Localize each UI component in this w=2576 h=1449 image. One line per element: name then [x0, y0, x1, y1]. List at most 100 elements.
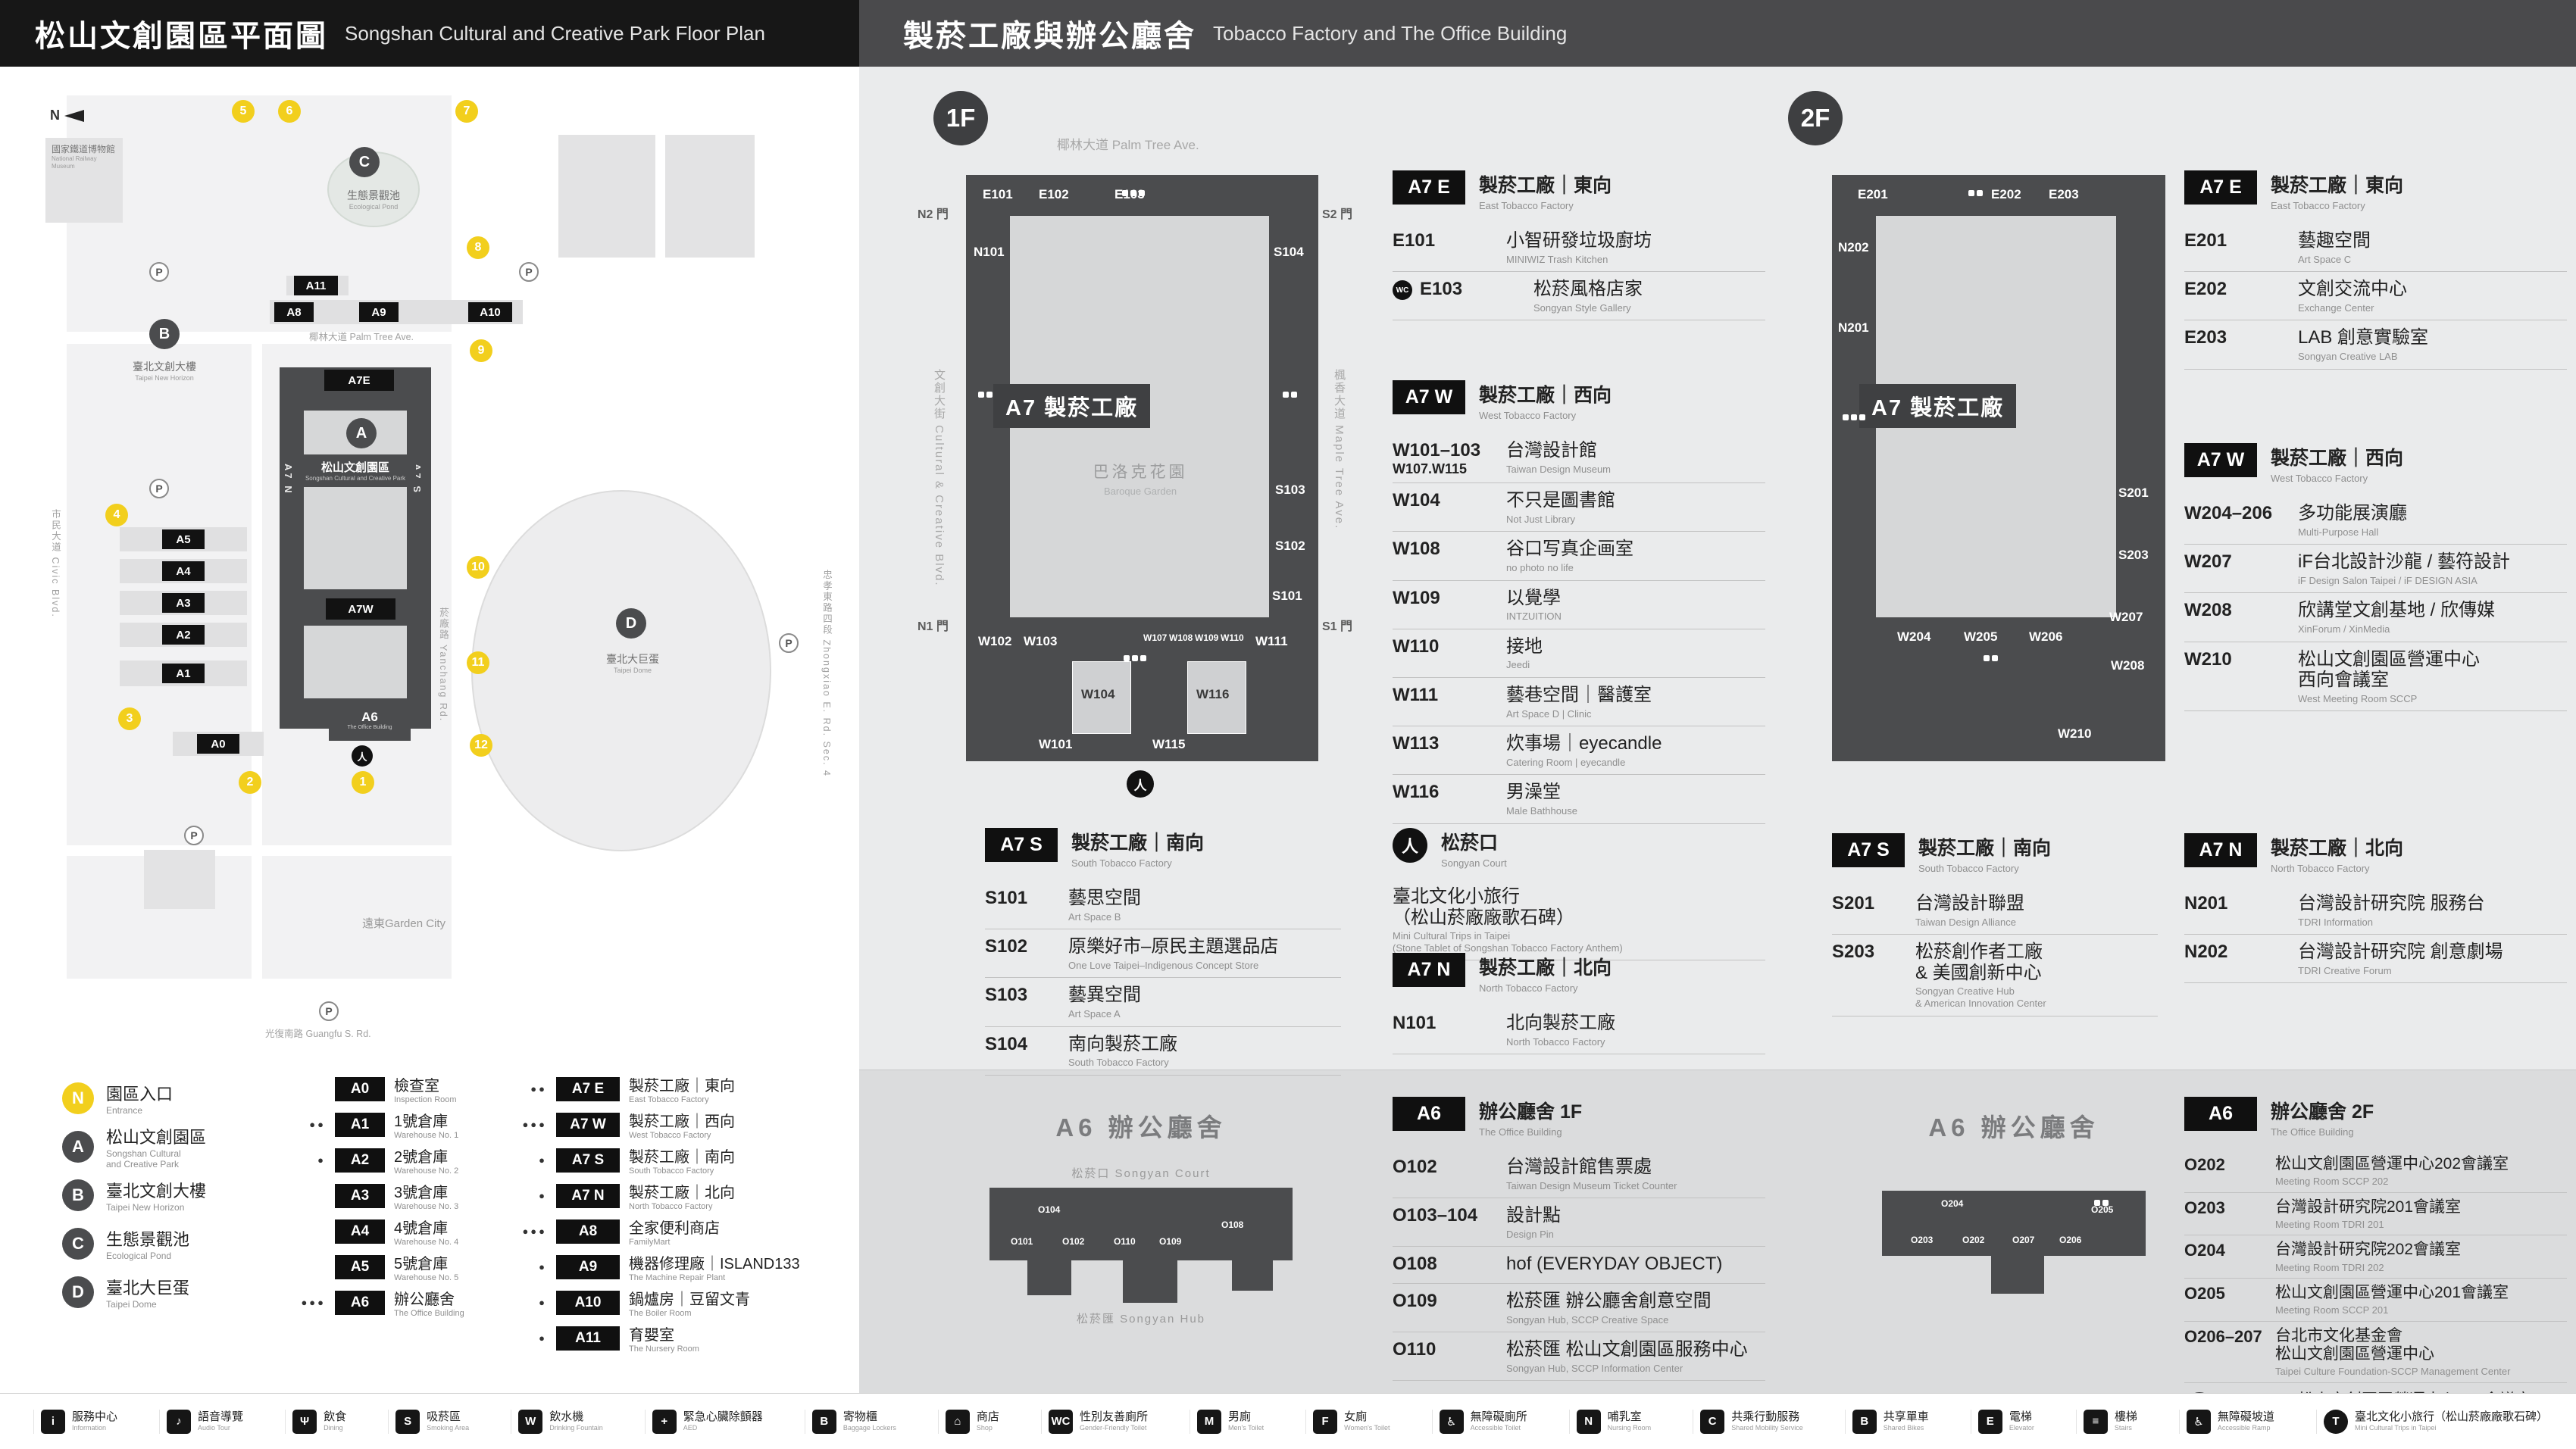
room-label-layer: E201 E202 E203 N202 N201 S201 S203 W204 … — [1832, 164, 2165, 763]
room-code: W110 — [1393, 635, 1440, 657]
entrance-marker: 9 — [470, 339, 492, 362]
building-name-en: The Nursery Room — [629, 1344, 699, 1354]
amenity-legend-item: i 服務中心 Information — [33, 1409, 124, 1434]
songyan-court-label: 松菸口 Songyan Court — [1071, 1167, 1211, 1180]
room-label-layer: O104 O101 O102 O110 O109 O108 — [982, 1160, 1300, 1335]
landmark-name-zh: 生態景觀池 — [106, 1229, 190, 1249]
street-label-left: 文創大街 Cultural & Creative Blvd. — [933, 369, 946, 587]
room-name-zh: 設計點 — [1506, 1205, 1561, 1226]
street-label: 光復南路 Guangfu S. Rd. — [265, 1029, 371, 1039]
legend-building-row: A0 檢查室 Inspection Room — [282, 1071, 464, 1107]
section-chip: A7 N — [2184, 833, 2257, 867]
section-zh: 辦公廳舍 2F — [2271, 1101, 2374, 1123]
landmark-name-en: Ecological Pond — [106, 1250, 172, 1261]
room-name-zh: 藝巷空間｜醫護室 — [1506, 685, 1652, 706]
room-code: S203 — [1832, 942, 1875, 963]
room-name-zh: 松菸風格店家 — [1533, 279, 1643, 300]
amenity-icon: B — [811, 1409, 836, 1434]
room-name-zh: 松山文創園區營運中心 西向會議室 — [2298, 648, 2480, 691]
plan-room-label: S201 — [2118, 486, 2149, 500]
room-name-zh: hof (EVERYDAY OBJECT) — [1506, 1254, 1723, 1275]
park-center-label: 松山文創園區 Songshan Cultural and Creative Pa… — [295, 454, 416, 487]
amenity-en: Audio Tour — [198, 1423, 230, 1432]
plan-room-label: W104 — [1081, 687, 1115, 701]
building-name-en: National Railway Museum — [52, 155, 97, 170]
compass-n-label: N — [50, 108, 60, 123]
restroom-icons — [1968, 190, 1983, 196]
building-name-zh: 國家鐵道博物館 — [52, 144, 116, 155]
plan-room-label: N101 — [974, 245, 1005, 259]
section-zh: 辦公廳舍 1F — [1479, 1101, 1583, 1123]
a6-wing — [1991, 1256, 2044, 1294]
building-name-en: West Tobacco Factory — [629, 1131, 711, 1140]
plan-room-label: W206 — [2029, 629, 2063, 644]
restroom-icons — [1124, 655, 1146, 661]
a6-building-label: A6 The Office Building — [329, 710, 411, 730]
building-name-zh: 檢查室 — [394, 1078, 439, 1095]
amenity-legend-item: + 緊急心臟除顫器 AED — [644, 1409, 770, 1434]
section-zh: 製菸工廠｜北向 — [2271, 838, 2404, 859]
floorplan-1f: 椰林大道 Palm Tree Ave. 文創大街 Cultural & Crea… — [918, 138, 1352, 798]
gate-label: N2 門 — [918, 208, 949, 221]
room-name-en: Art Space D | Clinic — [1506, 707, 1592, 720]
plan-room-label: S102 — [1275, 539, 1305, 553]
room-name-en: Taiwan Design Museum — [1506, 463, 1612, 475]
room-name-en: Art Space C — [2298, 253, 2352, 265]
amenity-legend-item: B 寄物櫃 Baggage Lockers — [804, 1409, 903, 1434]
amenity-legend-item: C 共乘行動服務 Shared Mobility Service — [1693, 1409, 1810, 1434]
landmark-badge: C — [62, 1228, 94, 1260]
landmark-zh: 生態景觀池 — [347, 189, 400, 201]
room-name-en: Taiwan Design Alliance — [1915, 916, 2016, 928]
restroom-icon: WC — [1393, 280, 1412, 301]
plan-room-label: O102 — [1062, 1236, 1085, 1247]
a6-wing — [1027, 1260, 1071, 1295]
building-name-zh: 3號倉庫 — [394, 1185, 449, 1201]
room-code: O203 — [2184, 1198, 2225, 1217]
a6-code: A6 — [361, 710, 378, 724]
room-name-en: Design Pin — [1506, 1228, 1554, 1240]
room-code: O108 — [1393, 1254, 1437, 1275]
entrance-marker: 11 — [467, 651, 489, 674]
building-code-chip: A4 — [335, 1219, 385, 1244]
plan-room-label: W115 — [1152, 737, 1186, 751]
entrance-marker: 6 — [278, 100, 301, 123]
room-name-en: Meeting Room SCCP 202 — [2275, 1176, 2389, 1188]
room-name-en: no photo no life — [1506, 562, 1574, 574]
amenity-zh: 共乘行動服務 — [1731, 1410, 1800, 1424]
amenity-icon: E — [1977, 1409, 2002, 1434]
room-code: O109 — [1393, 1290, 1437, 1311]
building-name-zh: 1號倉庫 — [394, 1113, 449, 1130]
amenity-icon: B — [1852, 1409, 1877, 1434]
building-name-zh: 鍋爐房｜豆留文青 — [629, 1291, 750, 1308]
landmark-label-layer: 臺北文創大樓 Taipei New Horizon 生態景觀池 Ecologic… — [45, 85, 849, 1062]
amenity-icons: ● — [539, 1332, 547, 1344]
section-en: South Tobacco Factory — [1071, 857, 1172, 869]
room-name-zh: 台灣設計研究院201會議室 — [2275, 1198, 2462, 1216]
building-code-chip: A7W — [326, 598, 395, 620]
legend-building-row: A3 3號倉庫 Warehouse No. 3 — [282, 1178, 464, 1213]
room-code: N101 — [1393, 1013, 1436, 1033]
section-chip: A7 E — [1393, 170, 1465, 205]
room-code: S102 — [985, 936, 1028, 957]
plan-room-label: W101 — [1039, 737, 1073, 751]
landmark-name-en: Songshan Cultural and Creative Park — [106, 1148, 181, 1170]
building-code-chip: A7 E — [556, 1076, 620, 1101]
legend-building-row: ● A7 S 製菸工廠｜南向 South Tobacco Factory — [503, 1142, 800, 1178]
section-chip: A7 E — [2184, 170, 2257, 205]
section-zh: 製菸工廠｜西向 — [2271, 448, 2404, 469]
amenity-icons: ●●● — [522, 1119, 547, 1130]
room-name-en: Meeting Room TDRI 201 — [2275, 1218, 2384, 1230]
legend-building-row: ● A10 鍋爐房｜豆留文青 The Boiler Room — [503, 1285, 800, 1320]
